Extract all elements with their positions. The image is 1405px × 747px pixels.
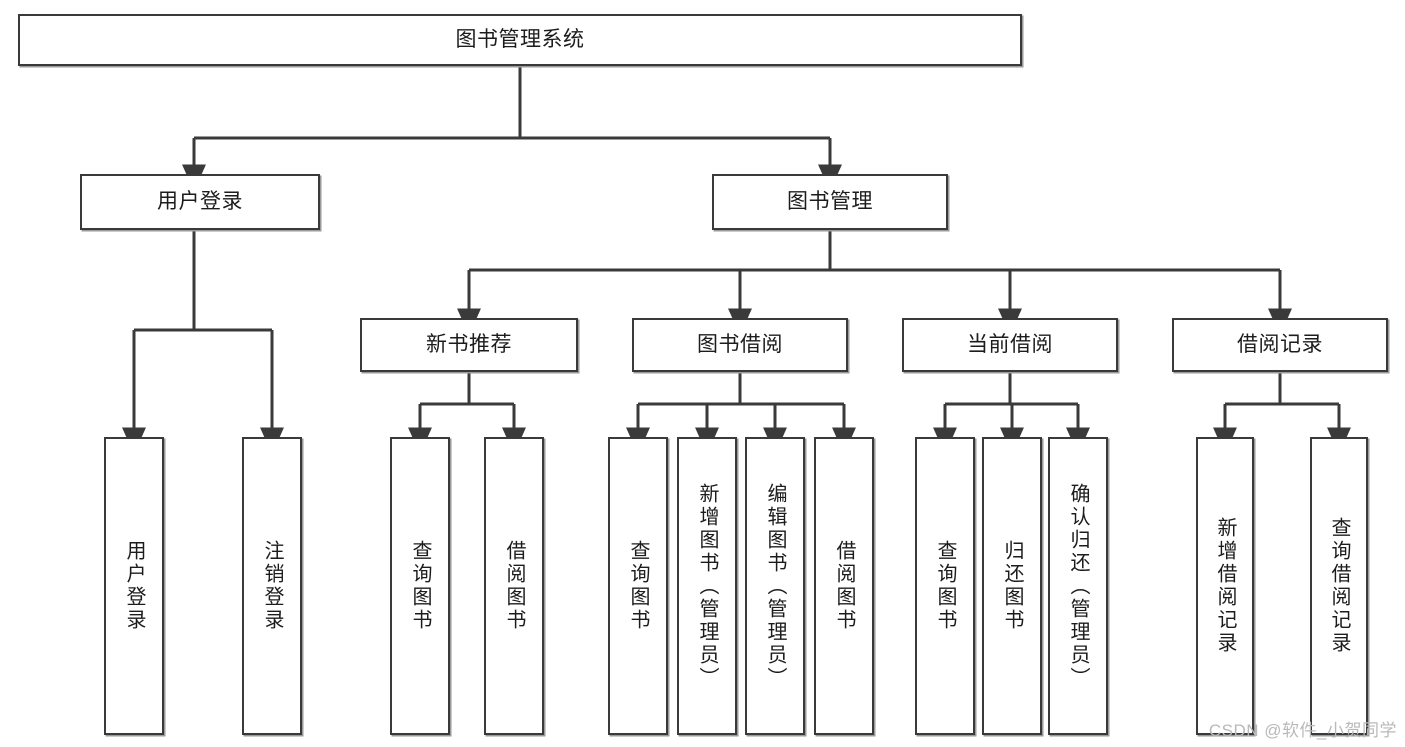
node-label: 确认归还（管理员）	[1067, 482, 1089, 690]
node-current-borrow[interactable]: 当前借阅	[902, 318, 1118, 372]
node-leaf-edit-book-admin[interactable]: 编辑图书（管理员）	[745, 437, 805, 735]
node-label: 查询图书	[627, 540, 649, 632]
node-leaf-borrow-book-a[interactable]: 借阅图书	[484, 437, 544, 735]
node-leaf-add-borrow-record[interactable]: 新增借阅记录	[1196, 437, 1254, 735]
node-leaf-user-login[interactable]: 用户登录	[104, 437, 164, 735]
node-leaf-query-borrow-record[interactable]: 查询借阅记录	[1310, 437, 1368, 735]
node-system-title[interactable]: 图书管理系统	[18, 14, 1022, 66]
node-label: 借阅图书	[833, 540, 855, 632]
node-label: 查询借阅记录	[1328, 517, 1350, 655]
node-label: 用户登录	[157, 189, 243, 213]
watermark-text: CSDN @软件_小贺同学	[1208, 721, 1397, 740]
node-leaf-borrow-book-b[interactable]: 借阅图书	[814, 437, 874, 735]
node-leaf-logout-login[interactable]: 注销登录	[242, 437, 302, 735]
node-label: 查询图书	[409, 540, 431, 632]
node-book-management[interactable]: 图书管理	[712, 174, 948, 230]
node-label: 图书管理	[787, 189, 873, 213]
node-label: 新增图书（管理员）	[696, 482, 718, 690]
node-label: 新增借阅记录	[1214, 517, 1236, 655]
node-borrow-record[interactable]: 借阅记录	[1172, 318, 1388, 372]
node-label: 图书借阅	[697, 332, 783, 356]
node-label: 当前借阅	[967, 332, 1053, 356]
node-label: 查询图书	[934, 540, 956, 632]
node-label: 归还图书	[1001, 540, 1023, 632]
node-user-login[interactable]: 用户登录	[80, 174, 320, 230]
node-label: 注销登录	[261, 540, 283, 632]
node-leaf-query-book-b[interactable]: 查询图书	[608, 437, 668, 735]
node-label: 借阅图书	[503, 540, 525, 632]
node-leaf-confirm-return-admin[interactable]: 确认归还（管理员）	[1048, 437, 1108, 735]
node-leaf-query-book-c[interactable]: 查询图书	[915, 437, 975, 735]
node-book-borrow[interactable]: 图书借阅	[632, 318, 848, 372]
node-label: 用户登录	[123, 540, 145, 632]
node-label: 编辑图书（管理员）	[764, 482, 786, 690]
node-new-book-recommend[interactable]: 新书推荐	[360, 318, 578, 372]
node-label: 图书管理系统	[455, 27, 585, 51]
node-label: 借阅记录	[1237, 332, 1323, 356]
node-leaf-query-book-a[interactable]: 查询图书	[390, 437, 450, 735]
node-label: 新书推荐	[426, 332, 512, 356]
node-leaf-add-book-admin[interactable]: 新增图书（管理员）	[677, 437, 737, 735]
node-leaf-return-book[interactable]: 归还图书	[982, 437, 1042, 735]
